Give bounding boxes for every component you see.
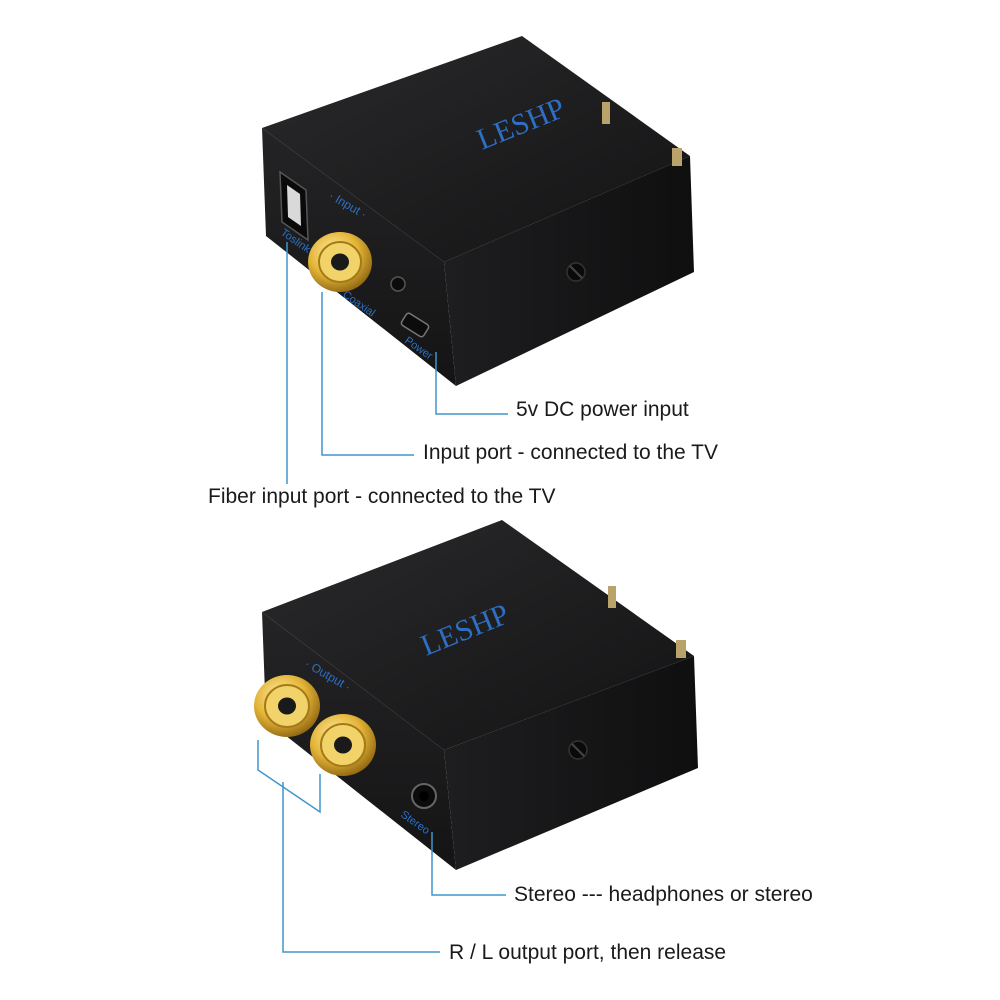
input-leader-line <box>321 292 414 456</box>
top-device-rear-connector <box>602 102 610 124</box>
coaxial-rca-port <box>308 232 372 292</box>
rl-output-leader-line <box>282 782 440 953</box>
top-device-jack <box>390 276 406 292</box>
bottom-device-rear-connector <box>608 586 616 608</box>
bottom-device-top-face <box>262 520 694 750</box>
top-converter-device: LESHP · Input · Toslink Coaxial Power <box>262 36 694 386</box>
top-device-rear-connector-2 <box>672 148 682 166</box>
bottom-leader-lines <box>257 740 506 953</box>
toslink-port <box>279 170 309 242</box>
power-leader-line <box>435 352 508 415</box>
bottom-device-screw <box>568 740 588 760</box>
bottom-device-rear-connector-2 <box>676 640 686 658</box>
micro-usb-power-port <box>400 312 430 338</box>
rca-output-port-right <box>310 714 376 776</box>
stereo-leader-line <box>431 832 506 896</box>
rl-output-bracket <box>257 740 321 814</box>
top-leader-lines <box>286 242 508 484</box>
bottom-device-side-face <box>444 656 698 870</box>
bottom-converter-device: LESHP · Output · Stereo <box>254 520 698 870</box>
rca-output-port-left <box>254 675 320 737</box>
stereo-callout: Stereo --- headphones or stereo <box>514 883 813 906</box>
top-device-top-face <box>262 36 690 262</box>
power-input-callout: 5v DC power input <box>516 398 689 421</box>
rl-output-callout: R / L output port, then release <box>449 941 727 964</box>
fiber-input-callout: Fiber input port - connected to the TV <box>208 485 556 508</box>
input-port-callout: Input port - connected to the TV <box>423 441 718 464</box>
stereo-jack-port <box>411 783 437 809</box>
top-device-screw <box>566 262 586 282</box>
